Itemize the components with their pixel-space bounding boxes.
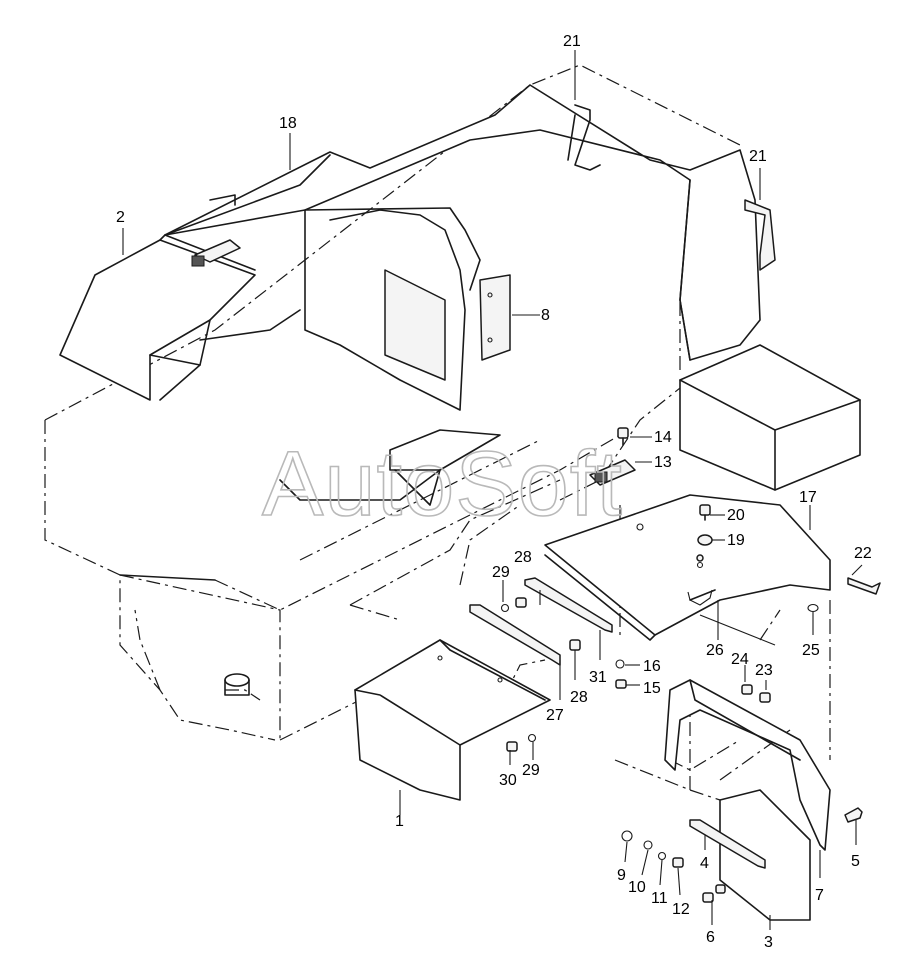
fender-part-17 [544,459,831,641]
watermark-text: AutoSoft [262,433,623,535]
callout-12: 12 [672,901,690,918]
callout-28-bottom: 28 [570,689,588,706]
callout-29-top: 29 [492,564,510,581]
callout-5: 5 [851,853,860,870]
callout-25: 25 [802,642,820,659]
callout-4: 4 [700,855,709,872]
handle-parts [567,104,776,271]
callout-18: 18 [279,115,297,132]
callout-8: 8 [541,307,550,324]
callout-26: 26 [706,642,724,659]
bracket-parts [469,577,776,666]
plate-part-3 [689,789,811,921]
callout-9: 9 [617,867,626,884]
fender-part-1 [354,639,551,801]
callout-6: 6 [706,929,715,946]
callout-31: 31 [589,669,607,686]
callout-labels: 2 18 21 21 8 14 13 17 20 19 22 25 26 24 … [116,33,872,951]
callout-27: 27 [546,707,564,724]
callout-29-bottom: 29 [522,762,540,779]
callout-21-top: 21 [563,33,581,50]
callout-3: 3 [764,934,773,951]
callout-22: 22 [854,545,872,562]
fasteners [500,427,881,903]
main-hood-assembly [59,84,861,696]
callout-24: 24 [731,651,749,668]
callout-21-right: 21 [749,148,767,165]
callout-23: 23 [755,662,773,679]
callout-1: 1 [395,813,404,830]
callout-13: 13 [654,454,672,471]
callout-28-top: 28 [514,549,532,566]
callout-30: 30 [499,772,517,789]
callout-11: 11 [651,890,668,907]
leader-lines [122,50,863,930]
callout-20: 20 [727,507,745,524]
callout-2: 2 [116,209,125,226]
callout-19: 19 [727,532,745,549]
callout-14: 14 [654,429,672,446]
phantom-body-outline [44,64,831,801]
callout-16: 16 [643,658,661,675]
callout-10: 10 [628,879,646,896]
fender-part-7 [664,679,831,851]
callout-15: 15 [643,680,661,697]
callout-7: 7 [815,887,824,904]
callout-17: 17 [799,489,817,506]
